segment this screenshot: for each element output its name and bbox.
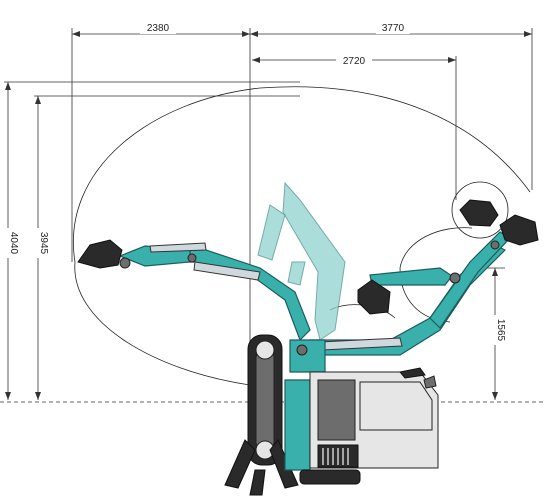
dim-mid-reach: 2720	[343, 56, 366, 67]
right-arm	[309, 199, 539, 356]
dim-rear-reach: 2380	[147, 23, 170, 34]
cabin	[284, 367, 439, 485]
dim-max-height: 4040	[8, 232, 19, 255]
ghost-arm-raised	[257, 181, 346, 341]
engine-grille	[322, 448, 349, 465]
left-arm	[77, 239, 311, 342]
boom-base	[289, 339, 326, 373]
track-assembly	[224, 334, 299, 496]
dim-pivot-height: 3945	[38, 232, 49, 255]
dim-front-reach: 3770	[382, 23, 405, 34]
dim-front-dump-height: 1565	[495, 319, 506, 342]
